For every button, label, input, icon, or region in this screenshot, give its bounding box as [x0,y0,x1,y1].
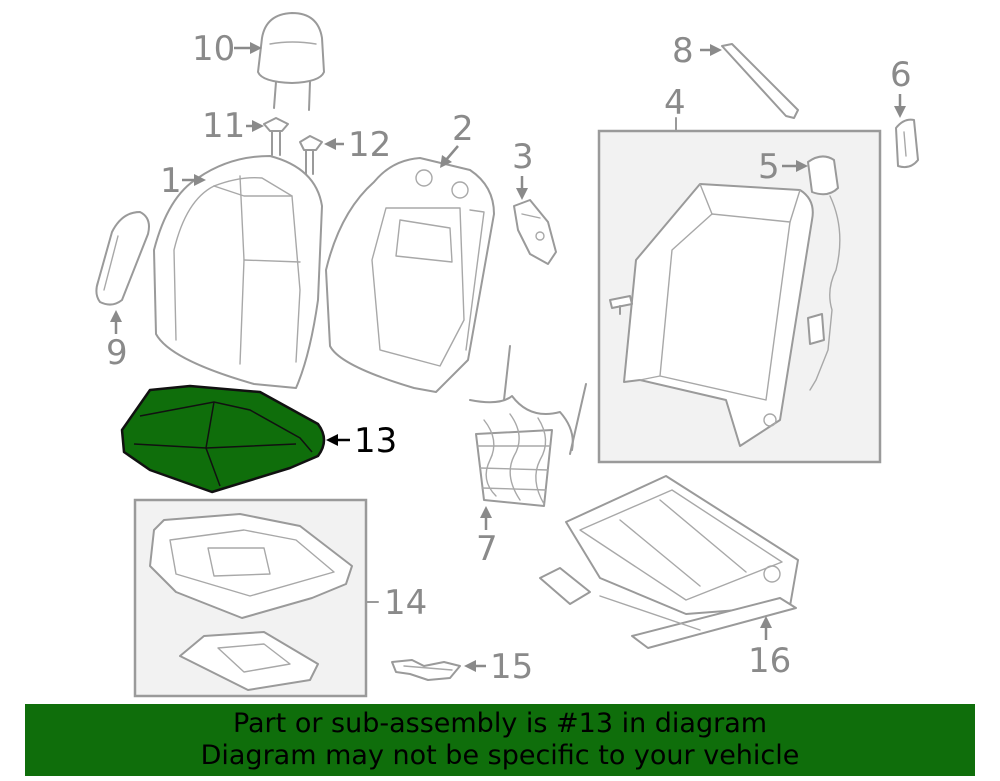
part-5-sensor[interactable] [807,155,841,391]
part-1-seat-back-cover[interactable] [153,155,323,389]
part-16-seat-adjuster[interactable] [539,475,799,649]
part-12-headrest-guide[interactable] [299,135,323,175]
callout-8: 8 [672,31,694,71]
part-7-spring-mat[interactable] [469,345,587,507]
callout-11: 11 [202,106,245,146]
part-9-side-panel[interactable] [95,211,150,306]
part-4-bolt[interactable] [609,295,633,315]
callout-3: 3 [512,137,534,177]
notice-banner: Part or sub-assembly is #13 in diagram D… [25,704,975,776]
banner-line-2: Diagram may not be specific to your vehi… [200,740,800,771]
part-14-cushion-pan[interactable] [179,631,319,691]
callout-13: 13 [354,421,397,461]
part-2-seat-back-pad[interactable] [325,157,495,393]
callout-10: 10 [192,29,235,69]
callout-12: 12 [348,125,391,165]
callout-16: 16 [748,641,791,681]
callout-5: 5 [758,147,780,187]
callout-9: 9 [106,333,128,373]
part-11-headrest-guide[interactable] [263,117,289,156]
part-10-headrest[interactable] [257,12,325,111]
part-8-rod[interactable] [721,43,799,119]
callout-15: 15 [490,647,533,687]
callout-6: 6 [890,55,912,95]
callout-2: 2 [452,109,474,149]
callout-7: 7 [476,529,498,569]
callout-1: 1 [160,161,182,201]
callout-4: 4 [664,83,686,123]
part-6-cover[interactable] [895,118,919,169]
part-15-harness[interactable] [391,659,461,681]
part-4-frame[interactable] [623,183,814,447]
part-14-cushion-pad[interactable] [149,513,353,619]
callout-14: 14 [384,583,427,623]
banner-line-1: Part or sub-assembly is #13 in diagram [232,708,768,739]
part-13-seat-cushion-highlighted[interactable] [120,384,326,494]
part-3-bracket[interactable] [513,199,557,265]
